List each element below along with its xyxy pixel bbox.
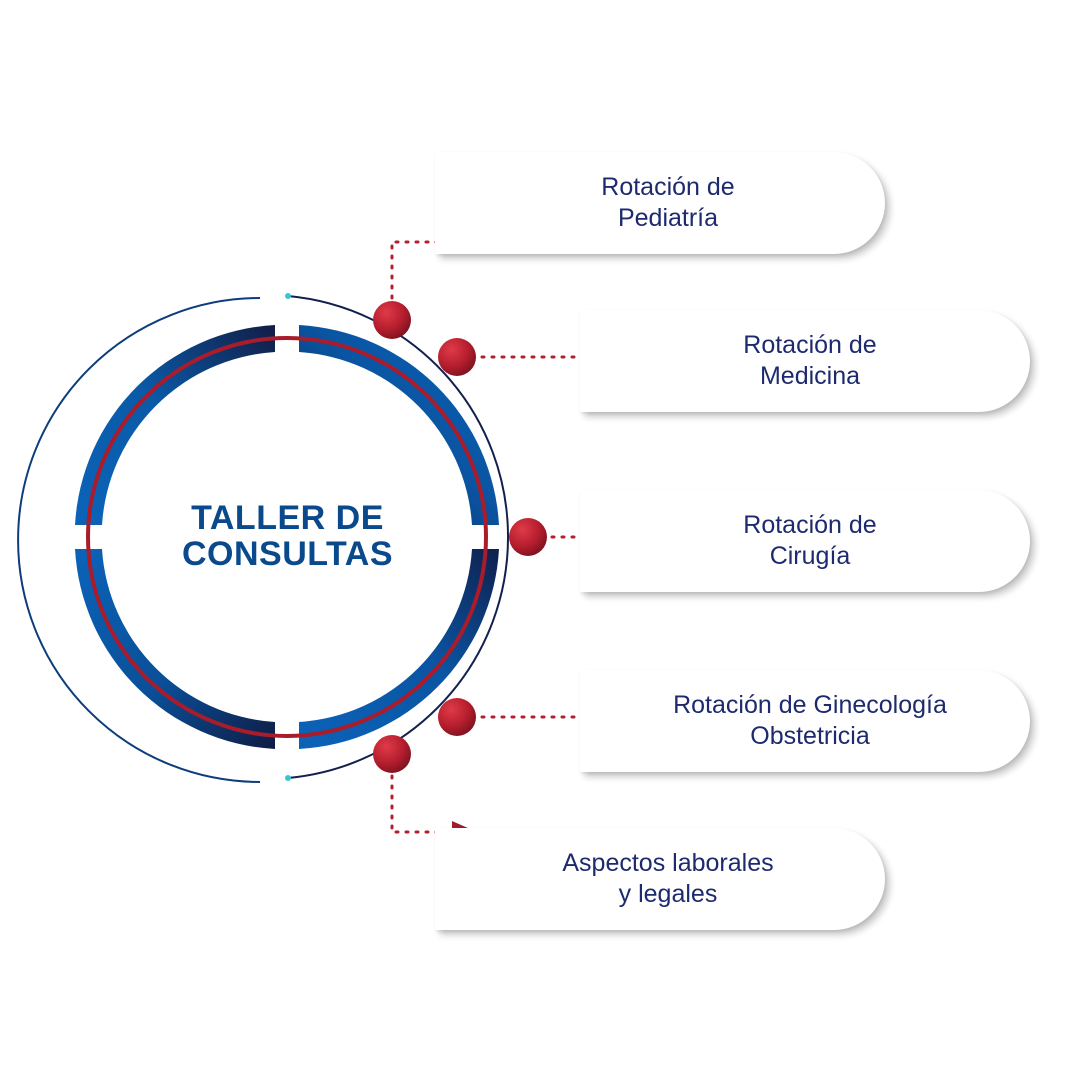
card-label-line2: Cirugía [769, 542, 851, 570]
blue-band-top-right [299, 325, 499, 525]
card-label-line1: Rotación de [743, 331, 877, 359]
card-label-line1: Rotación de [601, 173, 735, 201]
red-dot [373, 301, 411, 339]
card-label-line1: Aspectos laborales [562, 849, 774, 877]
red-dot [373, 735, 411, 773]
center-title-line2: CONSULTAS [181, 535, 393, 573]
connector-aspectos [373, 735, 477, 843]
center-title: TALLER DE CONSULTAS [130, 500, 445, 572]
card-aspectos: Aspectos laborales y legales [435, 828, 885, 930]
card-label-line2: Obstetricia [750, 722, 870, 750]
red-dot [509, 518, 547, 556]
card-ginecologia: Rotación de Ginecología Obstetricia [580, 670, 1030, 772]
blue-band-bottom-left [75, 549, 275, 749]
card-cirugia: Rotación de Cirugía [580, 490, 1030, 592]
dotted-line [390, 774, 454, 834]
teal-dot-bottom [285, 775, 291, 781]
card-label-line2: y legales [618, 880, 718, 908]
red-dot [438, 698, 476, 736]
teal-dot-top [285, 293, 291, 299]
outer-arc-left [17, 297, 261, 783]
blue-band-top-left [75, 325, 275, 525]
red-ring [86, 336, 488, 738]
card-label-line1: Rotación de [743, 511, 877, 539]
card-label-line1: Rotación de Ginecología [673, 691, 947, 719]
card-label-line2: Pediatría [617, 204, 719, 232]
blue-band-bottom-right [299, 549, 499, 749]
card-pediatria: Rotación de Pediatría [435, 152, 885, 254]
card-medicina: Rotación de Medicina [580, 310, 1030, 412]
card-label-line2: Medicina [759, 362, 861, 390]
center-title-line1: TALLER DE [191, 499, 384, 537]
red-dot [438, 338, 476, 376]
dotted-line [390, 240, 454, 300]
